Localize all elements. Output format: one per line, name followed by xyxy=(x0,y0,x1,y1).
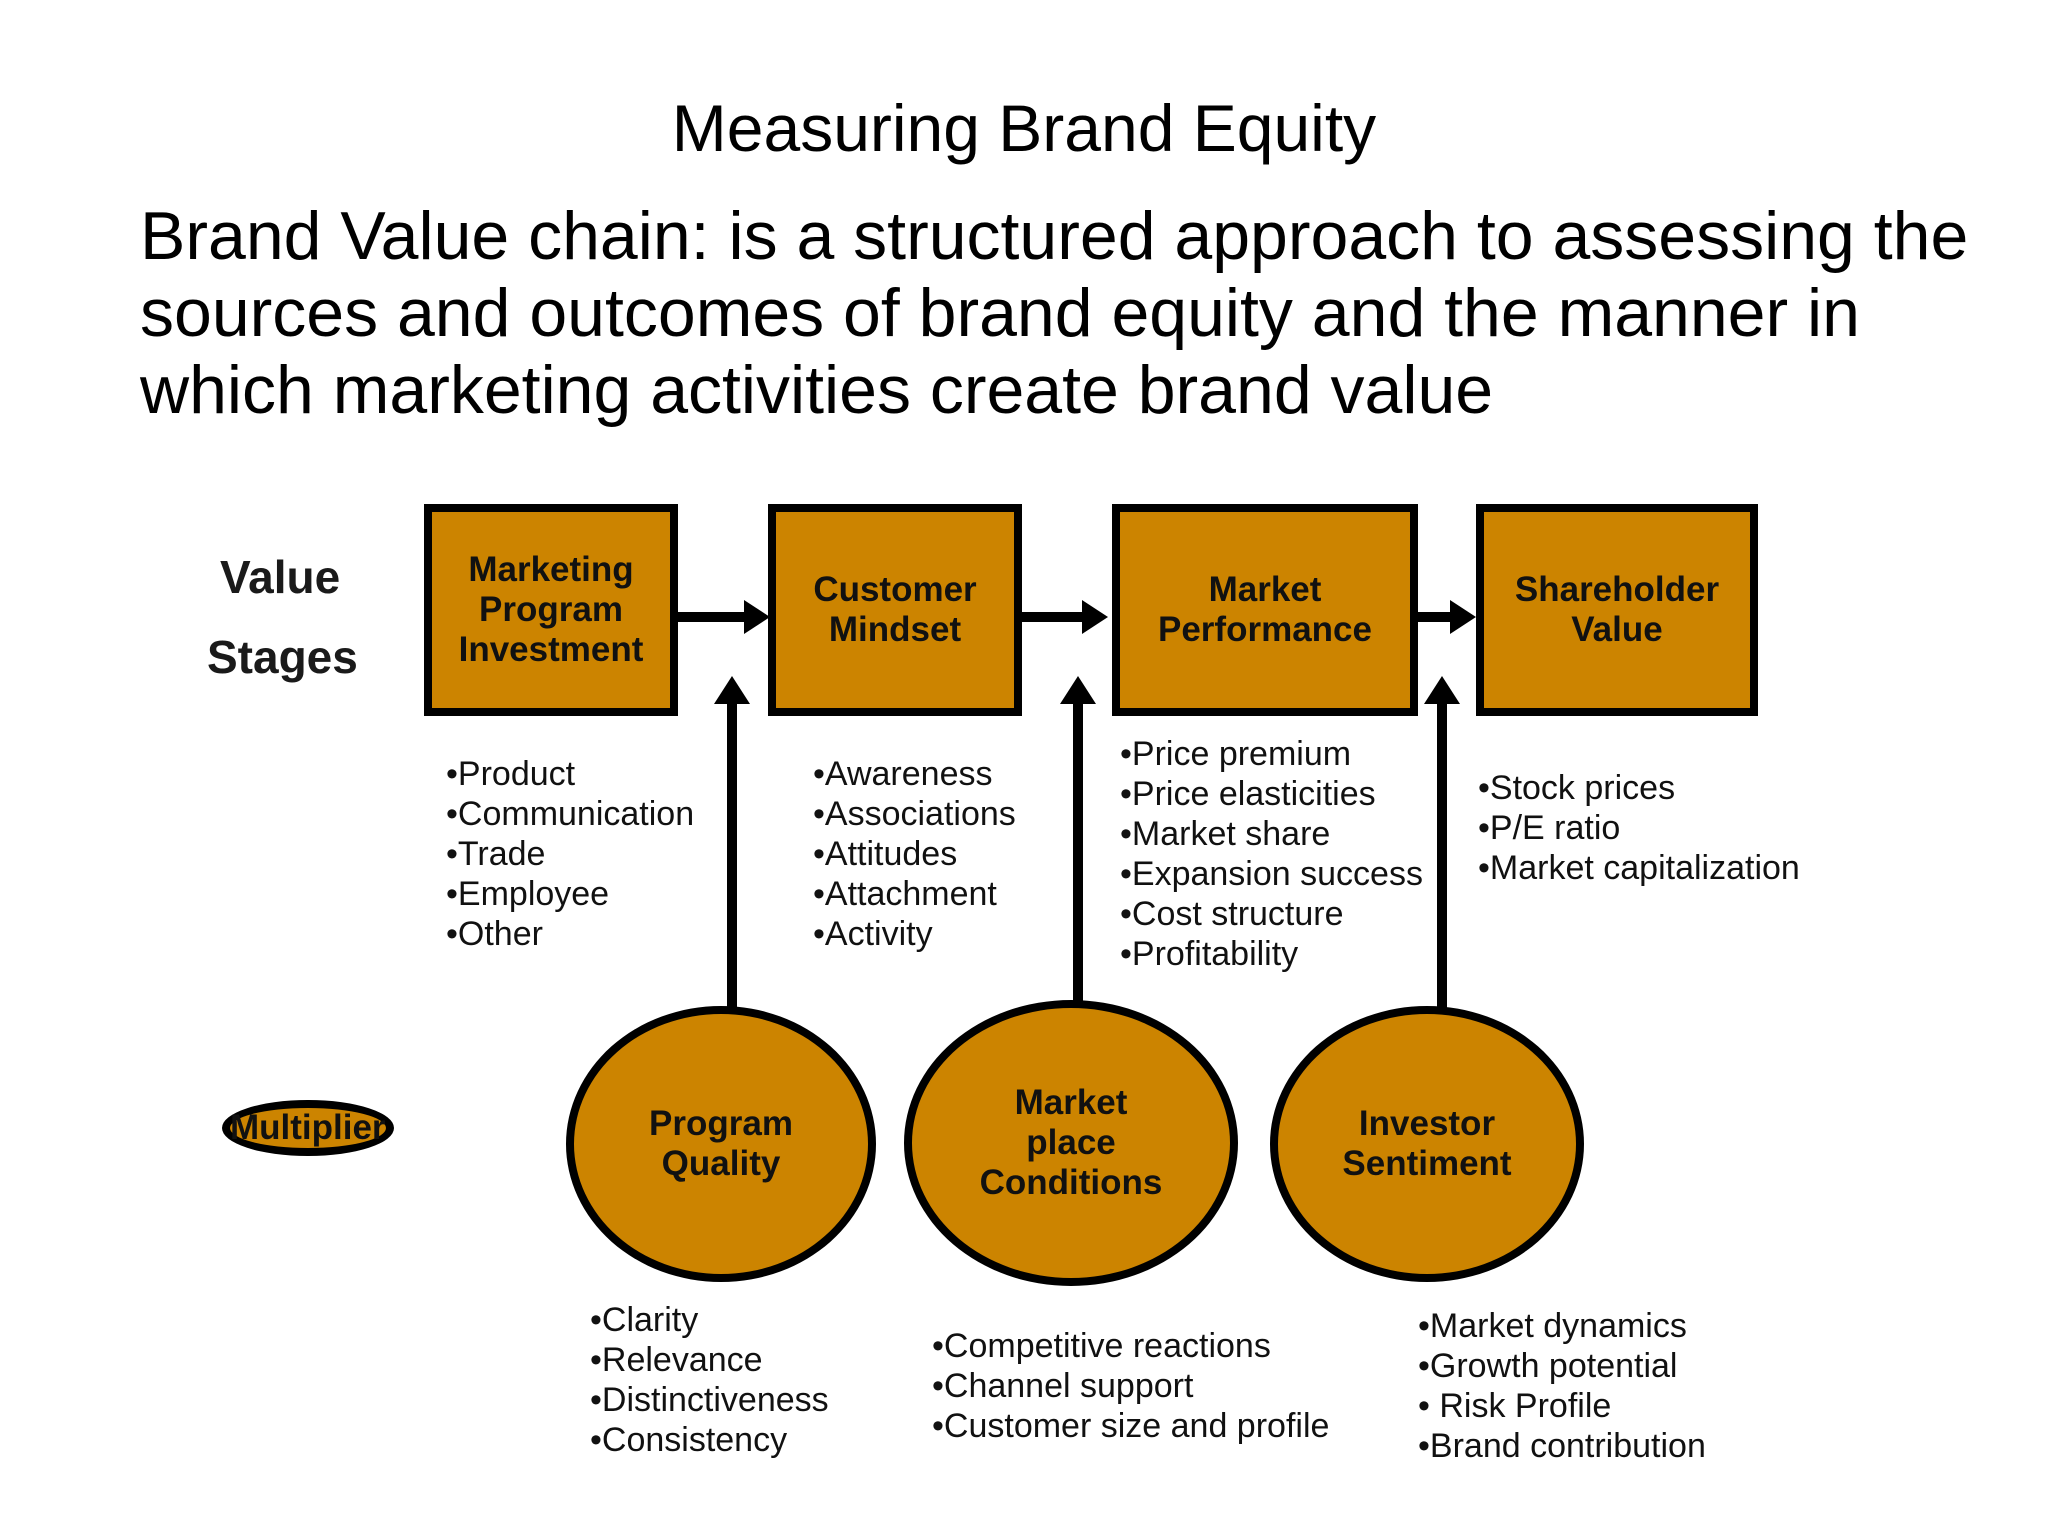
value-label: Value xyxy=(220,551,341,603)
multiplier-marketplace-conditions: Market place Conditions xyxy=(904,1000,1238,1286)
stage-mindset-items: •Awareness •Associations •Attitudes •Att… xyxy=(813,754,1016,954)
arrow-marketplace-conditions-up xyxy=(1060,676,1096,1002)
stage-customer-mindset: Customer Mindset xyxy=(768,504,1022,716)
list-item: •Other xyxy=(446,915,543,953)
list-item: •Stock prices xyxy=(1478,769,1676,807)
list-item: •P/E ratio xyxy=(1478,809,1621,847)
stage-shareholder-items: •Stock prices •P/E ratio •Market capital… xyxy=(1478,768,1800,888)
list-item: •Employee xyxy=(446,875,610,913)
list-item: •Market capitalization xyxy=(1478,849,1800,887)
multiplier-program-quality: Program Quality xyxy=(566,1006,876,1282)
list-item: •Attachment xyxy=(813,875,997,913)
stages-label: Stages xyxy=(207,631,358,683)
arrow-performance-to-shareholder xyxy=(1416,600,1476,634)
list-item: •Trade xyxy=(446,835,546,873)
list-item: •Clarity xyxy=(590,1301,699,1339)
slide-title: Measuring Brand Equity xyxy=(671,91,1377,165)
stage-performance-items: •Price premium •Price elasticities •Mark… xyxy=(1120,734,1423,974)
list-item: •Price premium xyxy=(1120,735,1352,773)
list-item: •Attitudes xyxy=(813,835,958,873)
multiplier-investor-sentiment-items: •Market dynamics •Growth potential • Ris… xyxy=(1418,1306,1706,1466)
list-item: •Product xyxy=(446,755,576,793)
multiplier-investor-sentiment: Investor Sentiment xyxy=(1270,1006,1584,1282)
arrow-investment-to-mindset xyxy=(676,600,770,634)
list-item: •Distinctiveness xyxy=(590,1381,829,1419)
stage-market-performance: Market Performance xyxy=(1112,504,1418,716)
list-item: •Market share xyxy=(1120,815,1331,853)
list-item: •Price elasticities xyxy=(1120,775,1376,813)
list-item: •Market dynamics xyxy=(1418,1307,1687,1345)
list-item: •Competitive reactions xyxy=(932,1327,1271,1365)
list-item: •Activity xyxy=(813,915,933,953)
list-item: •Awareness xyxy=(813,755,993,793)
list-item: •Expansion success xyxy=(1120,855,1423,893)
arrow-mindset-to-performance xyxy=(1020,600,1108,634)
list-item: •Relevance xyxy=(590,1341,763,1379)
list-item: •Consistency xyxy=(590,1421,788,1459)
multiplier-program-quality-items: •Clarity •Relevance •Distinctiveness •Co… xyxy=(590,1300,829,1460)
list-item: • Risk Profile xyxy=(1418,1387,1612,1425)
stage-shareholder-value: Shareholder Value xyxy=(1476,504,1758,716)
list-item: •Associations xyxy=(813,795,1016,833)
list-item: •Brand contribution xyxy=(1418,1427,1706,1465)
multiplier-label: Multiplier xyxy=(222,1100,394,1156)
multiplier-marketplace-conditions-items: •Competitive reactions •Channel support … xyxy=(932,1326,1329,1446)
list-item: •Profitability xyxy=(1120,935,1299,973)
arrow-investor-sentiment-up xyxy=(1424,676,1460,1008)
list-item: •Growth potential xyxy=(1418,1347,1678,1385)
stage-marketing-program-investment: Marketing Program Investment xyxy=(424,504,678,716)
arrow-program-quality-up xyxy=(714,676,750,1008)
stage-investment-items: •Product •Communication •Trade •Employee… xyxy=(446,754,694,954)
list-item: •Cost structure xyxy=(1120,895,1344,933)
list-item: •Communication xyxy=(446,795,695,833)
list-item: •Customer size and profile xyxy=(932,1407,1330,1445)
list-item: •Channel support xyxy=(932,1367,1194,1405)
brand-value-chain-definition: Brand Value chain: is a structured appro… xyxy=(140,198,1969,428)
